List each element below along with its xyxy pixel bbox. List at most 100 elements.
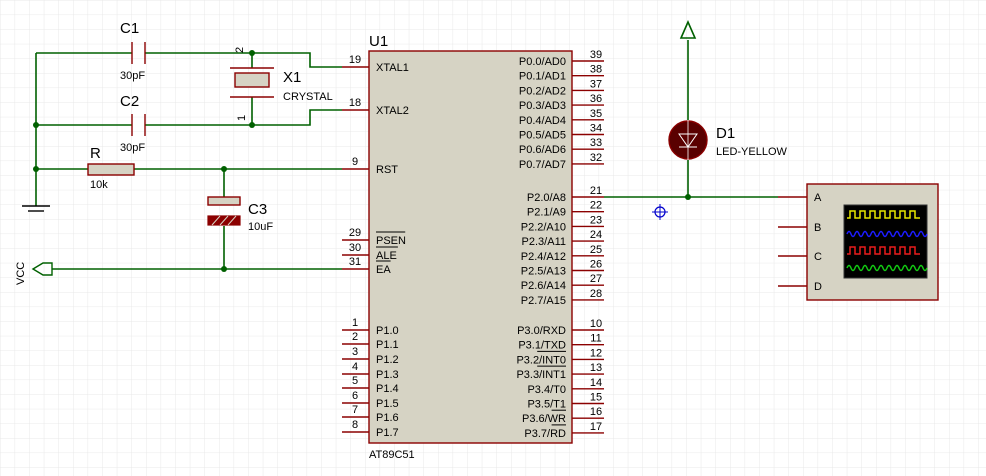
- scope-channel-label: A: [814, 192, 822, 204]
- pin-label: P1.0: [376, 325, 399, 337]
- pin-label: P3.3/INT1: [516, 369, 566, 381]
- r-value: 10k: [90, 179, 108, 191]
- pin-number: 12: [590, 347, 602, 359]
- pin-label: P3.2/INT0: [516, 354, 566, 366]
- capacitor-c3[interactable]: C3 10uF: [207, 196, 273, 233]
- pin-label: P0.1/AD1: [519, 71, 566, 83]
- pin-number: 13: [590, 362, 602, 374]
- pin-number: 22: [590, 200, 602, 212]
- mcu-pin-8[interactable]: 8P1.7: [342, 419, 399, 439]
- pin-number: 38: [590, 64, 602, 76]
- d1-value: LED-YELLOW: [716, 146, 788, 158]
- scope-trace-a: [847, 210, 920, 219]
- pin-number: 29: [349, 227, 361, 239]
- c3-ref: C3: [248, 201, 267, 218]
- c2-value: 30pF: [120, 142, 145, 154]
- mcu-pin-6[interactable]: 6P1.5: [342, 390, 399, 410]
- pin-label: P0.0/AD0: [519, 56, 566, 68]
- mcu-pin-3[interactable]: 3P1.2: [342, 346, 399, 366]
- led-d1[interactable]: D1 LED-YELLOW: [668, 120, 788, 160]
- c2-ref: C2: [120, 93, 139, 110]
- pin-number: 27: [590, 273, 602, 285]
- capacitor-c2[interactable]: C2 30pF: [120, 93, 146, 154]
- pin-label: P1.7: [376, 427, 399, 439]
- pin-number: 36: [590, 93, 602, 105]
- vcc-terminal[interactable]: VCC: [15, 262, 53, 285]
- scope-channel-c[interactable]: C: [778, 251, 822, 263]
- pin-number: 9: [352, 156, 358, 168]
- oscilloscope[interactable]: A B C D: [778, 183, 939, 301]
- mcu-pin-2[interactable]: 2P1.1: [342, 331, 399, 351]
- pin-label: P3.1/TXD: [518, 340, 566, 352]
- pin-number: 1: [352, 317, 358, 329]
- mcu-pin-7[interactable]: 7P1.6: [342, 404, 399, 424]
- pin-label: P1.4: [376, 383, 399, 395]
- pin-number: 33: [590, 137, 602, 149]
- pin-number: 31: [349, 256, 361, 268]
- pin-label: PSEN: [376, 235, 406, 247]
- pin-label: P0.3/AD3: [519, 100, 566, 112]
- pin-label: XTAL1: [376, 62, 409, 74]
- resistor-r[interactable]: R 10k: [87, 145, 135, 191]
- pin-number: 19: [349, 54, 361, 66]
- pin-label: P0.6/AD6: [519, 144, 566, 156]
- scope-trace-c: [847, 246, 920, 255]
- ground-icon[interactable]: [22, 205, 50, 212]
- mcu-pin-1[interactable]: 1P1.0: [342, 317, 399, 337]
- scope-channel-label: D: [814, 281, 822, 293]
- scope-channel-pins: A B C D: [778, 192, 822, 293]
- scope-channel-a[interactable]: A: [778, 192, 822, 204]
- pin-label: P2.7/A15: [521, 295, 566, 307]
- power-arrow-icon[interactable]: [679, 20, 697, 39]
- capacitor-c1[interactable]: C1 30pF: [120, 20, 146, 82]
- scope-channel-b[interactable]: B: [778, 222, 821, 234]
- crystal-x1[interactable]: 2 1 X1 CRYSTAL: [230, 47, 333, 121]
- pin-number: 23: [590, 214, 602, 226]
- pin-label: P3.7/RD: [524, 428, 566, 440]
- pin-number: 18: [349, 97, 361, 109]
- mcu-body[interactable]: [368, 50, 573, 444]
- mcu-pin-4[interactable]: 4P1.3: [342, 361, 399, 381]
- scope-trace-b: [846, 230, 928, 238]
- mcu-pin-5[interactable]: 5P1.4: [342, 375, 399, 395]
- pin-number: 39: [590, 49, 602, 61]
- probe-cursor-icon[interactable]: [652, 204, 668, 220]
- pin-number: 24: [590, 229, 602, 241]
- scope-channel-d[interactable]: D: [778, 281, 822, 293]
- pin-number: 6: [352, 390, 358, 402]
- pin-number: 37: [590, 78, 602, 90]
- mcu-right-pins: 39P0.0/AD038P0.1/AD137P0.2/AD236P0.3/AD3…: [516, 49, 604, 440]
- mcu-u1[interactable]: U1 AT89C51 19XTAL118XTAL29RST29PSEN30ALE…: [342, 33, 604, 461]
